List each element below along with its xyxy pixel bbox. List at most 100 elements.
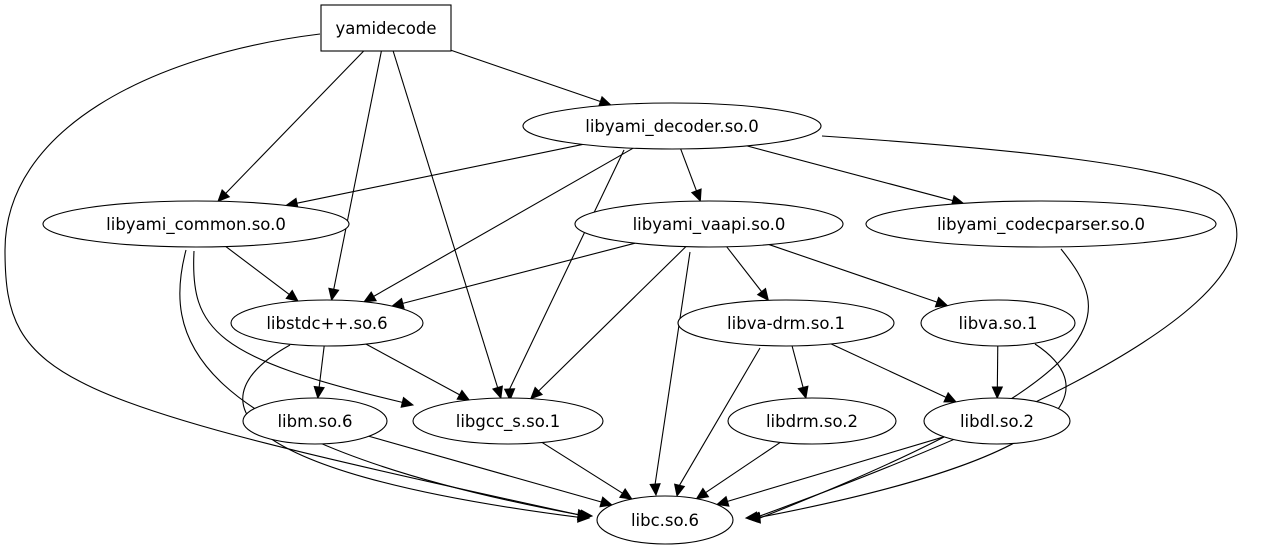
edge-common-to-c [179,249,594,521]
edge-common-to-gcc [193,250,415,408]
node-va: libva.so.1 [920,299,1076,347]
edge-stdcxx-to-gcc [365,343,471,401]
node-drm-label: libdrm.so.2 [766,412,858,431]
edge-vaapi-to-vadrm-arrowhead [756,287,770,302]
edge-drm-to-c [695,441,781,500]
node-gcc-shape [412,397,604,445]
edge-decoder-to-common-line [296,143,583,204]
node-codecparser: libyami_codecparser.so.0 [865,200,1217,248]
edge-decoder-to-gcc [503,149,625,402]
node-dl-shape [923,397,1071,445]
edge-m-to-c [368,435,614,508]
node-vaapi: libyami_vaapi.so.0 [574,200,844,248]
edge-yamidecode-to-common-arrowhead [217,188,231,203]
edge-vaapi-to-gcc-line [538,246,687,392]
edge-yamidecode-to-decoder-line [450,49,601,102]
edge-decoder-to-vaapi-arrowhead [690,188,702,203]
edge-vaapi-to-stdcxx-line [402,242,636,304]
edge-vaapi-to-gcc-arrowhead [529,386,544,400]
edge-drm-to-c-line [705,441,781,494]
edge-common-to-gcc-line [193,250,403,403]
edge-decoder-to-vaapi [680,148,702,203]
edge-yamidecode-to-gcc [392,50,503,400]
edge-vaapi-to-va [768,244,949,308]
node-c: libc.so.6 [596,495,734,545]
edge-decoder-to-stdcxx [363,147,634,303]
node-m-label: libm.so.6 [277,412,352,431]
node-vaapi-shape [574,200,844,248]
edge-yamidecode-to-common-line [225,50,365,194]
edge-common-to-c-line [179,249,582,516]
node-decoder-label: libyami_decoder.so.0 [585,117,759,137]
edge-decoder-to-stdcxx-line [373,147,634,297]
node-m: libm.so.6 [242,397,388,445]
edge-yamidecode-to-decoder [450,49,612,107]
edge-yamidecode-to-c [4,33,591,521]
edge-stdcxx-to-m-line [318,345,325,388]
edge-vaapi-to-stdcxx [390,242,636,309]
node-vadrm: libva-drm.so.1 [677,299,895,347]
edge-vaapi-to-va-line [768,244,938,303]
edge-m-to-c-line [368,435,602,503]
edge-decoder-to-codecparser-line [746,145,953,202]
node-gcc-label: libgcc_s.so.1 [456,412,561,432]
nodes-layer: yamidecode libyami_decoder.so.0 libyami_co… [42,4,1217,545]
edge-vadrm-to-drm [791,345,809,400]
edge-stdcxx-to-gcc-line [365,343,460,396]
node-vaapi-label: libyami_vaapi.so.0 [633,215,786,235]
edge-va-to-dl [991,345,1004,400]
edge-stdcxx-to-c-arrowhead [577,511,591,523]
edge-yamidecode-to-gcc-line [392,50,499,388]
edge-decoder-to-vaapi-line [680,148,697,191]
edge-stdcxx-to-m-arrowhead [313,385,325,400]
edge-codecparser-to-c [747,248,1089,524]
edge-vaapi-to-va-arrowhead [934,296,949,308]
node-dl-label: libdl.so.2 [960,412,1034,431]
edge-gcc-to-c-line [541,442,623,494]
edge-vadrm-to-drm-line [791,345,804,388]
edge-vaapi-to-c [649,251,691,497]
edge-yamidecode-to-gcc-arrowhead [491,385,503,400]
node-va-shape [920,299,1076,347]
edge-gcc-to-c-arrowhead [618,488,633,500]
edge-vaapi-to-gcc [529,246,687,400]
node-codecparser-shape [865,200,1217,248]
edge-vadrm-to-c [673,347,761,498]
edge-dl-to-c [715,436,945,507]
node-common-shape [42,200,350,248]
edge-vaapi-to-c-line [654,251,691,485]
edge-yamidecode-to-stdcxx [328,50,382,302]
edge-decoder-to-common [285,143,583,209]
edge-yamidecode-to-stdcxx-arrowhead [328,287,340,302]
edge-yamidecode-to-common [217,50,365,203]
edge-vadrm-to-c-arrowhead [673,483,686,498]
edge-stdcxx-to-m [313,345,325,400]
node-stdcxx-shape [230,299,424,347]
edge-yamidecode-to-stdcxx-line [333,50,382,290]
node-drm-shape [727,397,897,445]
node-yamidecode: yamidecode [320,4,452,52]
node-gcc: libgcc_s.so.1 [412,397,604,445]
edge-vaapi-to-vadrm [726,246,770,302]
node-stdcxx: libstdc++.so.6 [230,299,424,347]
edge-stdcxx-to-gcc-arrowhead [456,389,471,401]
edge-drm-to-c-arrowhead [695,487,710,500]
edge-common-to-gcc-arrowhead [400,396,415,408]
node-common: libyami_common.so.0 [42,200,350,248]
node-common-label: libyami_common.so.0 [106,215,286,235]
edge-yamidecode-to-c-line [4,33,579,516]
node-drm: libdrm.so.2 [727,397,897,445]
node-decoder-shape [522,102,822,150]
edge-vadrm-to-dl [830,343,958,403]
node-stdcxx-label: libstdc++.so.6 [266,314,387,333]
node-m-shape [242,397,388,445]
node-c-label: libc.so.6 [631,511,699,530]
edges-layer [4,33,1238,524]
edge-vadrm-to-dl-arrowhead [943,391,958,403]
edge-common-to-stdcxx-line [225,246,290,295]
edge-dl-to-c-arrowhead [715,495,730,507]
edge-m-to-c-arrowhead [599,496,614,508]
node-vadrm-shape [677,299,895,347]
edge-decoder-to-gcc-arrowhead [503,388,516,402]
edge-decoder-to-codecparser [746,145,965,207]
